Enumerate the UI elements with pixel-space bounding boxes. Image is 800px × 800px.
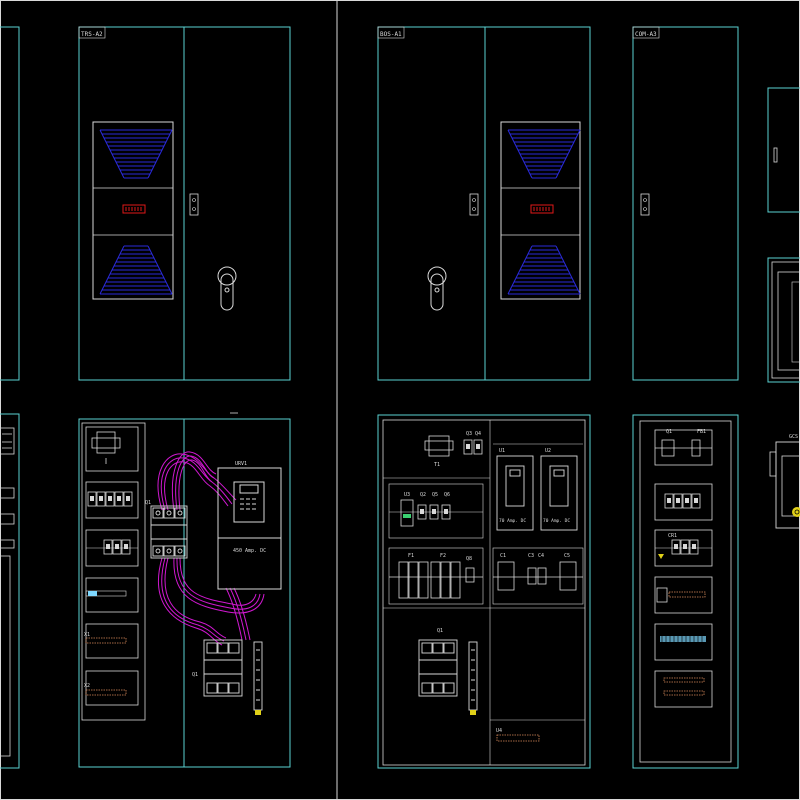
bos-vent-top [507,129,581,179]
com-row-3 [654,529,713,567]
bos-cabinet-front: BOS-A1 [377,26,591,381]
label-x2: X2 [84,683,90,689]
left-q1-switch [85,426,139,472]
trs-tag-box [78,26,106,39]
bos-cooling-unit [500,121,581,300]
label-f1: F1 [408,553,414,559]
partial-cabinet-left [0,26,20,769]
bos-fuse-row [389,561,483,599]
right-gcs-box: GCS [769,434,800,529]
left-breaker-row-1 [85,481,139,519]
emergency-stop-button [792,507,800,517]
bos-contactor-row [493,561,583,591]
left-q1-bottom-contactor [203,639,263,711]
bos-door-latch [469,193,479,216]
label-q5: Q5 [432,492,438,498]
label-c5: C5 [564,553,570,559]
label-u3: U3 [404,492,410,498]
com-tag-box [632,26,660,39]
trs-door-latch [189,193,199,216]
com-cabinet-interior: Q1 FB1 CR1 [632,414,739,769]
trs-temp-display [122,204,146,214]
left-terminal-x1: X1 [84,623,139,659]
com-cabinet-tag: COM-A3 [635,31,657,38]
bos-cabinet-tag: BOS-A1 [380,31,402,38]
left-breaker-row-2 [85,529,139,567]
bos-u4-strip [496,734,540,742]
trs-vent-bottom [99,245,173,295]
left-terminal-x2: X2 [84,670,139,706]
label-q1-top: Q1 [145,500,151,506]
label-q1-bottom: Q1 [192,672,198,678]
label-q3q4: Q3 Q4 [466,431,481,437]
label-cr1: CR1 [668,533,677,539]
label-com-q1: Q1 [666,429,672,435]
com-row-1 [654,429,713,466]
left-q1-contactor [150,505,188,559]
trs-cooling-unit [92,121,174,300]
partial-cabinet-left-details [0,427,15,757]
label-u2: U2 [545,448,551,454]
urv1-drive [217,467,282,590]
urv1-rating: 450 Amp. DC [233,548,266,554]
com-row-4 [654,576,713,614]
label-c1: C1 [500,553,506,559]
u2-rating: 70 Amp. DC [543,518,570,524]
bos-tag-box [377,26,405,39]
label-q1-main: Q1 [437,628,443,634]
label-c4: C4 [538,553,544,559]
u1-rating: 70 Amp. DC [499,518,526,524]
bos-q1-main-breaker [418,639,478,711]
bos-vent-bottom [507,245,581,295]
left-terminal-strip-1 [85,577,139,613]
com-cabinet-front: COM-A3 [632,26,739,381]
bos-q3q4-breakers [463,439,483,455]
label-x1: X1 [84,632,90,638]
label-c3: C3 [528,553,534,559]
com-row-2 [654,483,713,521]
bos-main-switch-handle [427,266,447,311]
label-q8: Q8 [466,556,472,562]
label-u1: U1 [499,448,505,454]
bos-u2-drive [540,455,578,531]
com-door-latch [640,193,650,216]
label-fb1: FB1 [697,429,706,435]
trs-main-switch-handle [217,266,237,311]
com-row-5 [654,623,713,661]
bos-t1-transformer [424,435,454,457]
trs-vent-top [99,129,173,179]
label-f2: F2 [440,553,446,559]
label-u4: U4 [496,728,502,734]
label-q6: Q6 [444,492,450,498]
bos-temp-display [530,204,554,214]
power-cable-bundle [157,451,265,646]
trs-cabinet-interior: X1 X2 [78,412,291,768]
right-small-cabinet-interior [767,257,800,383]
label-urv1: URV1 [235,461,247,467]
label-t1: T1 [434,462,440,468]
label-gcs: GCS [789,434,798,440]
trs-cabinet-tag: TRS-A2 [81,31,103,38]
label-q2: Q2 [420,492,426,498]
bos-u1-drive [496,455,534,531]
bos-cabinet-interior: T1 Q3 Q4 U1 U2 70 Amp. DC 70 Amp. DC U3 … [377,414,591,769]
right-small-cabinet-front [767,87,800,213]
bos-u3-q-row [389,499,483,527]
com-row-6 [654,670,713,708]
trs-cabinet-front: TRS-A2 [78,26,291,381]
